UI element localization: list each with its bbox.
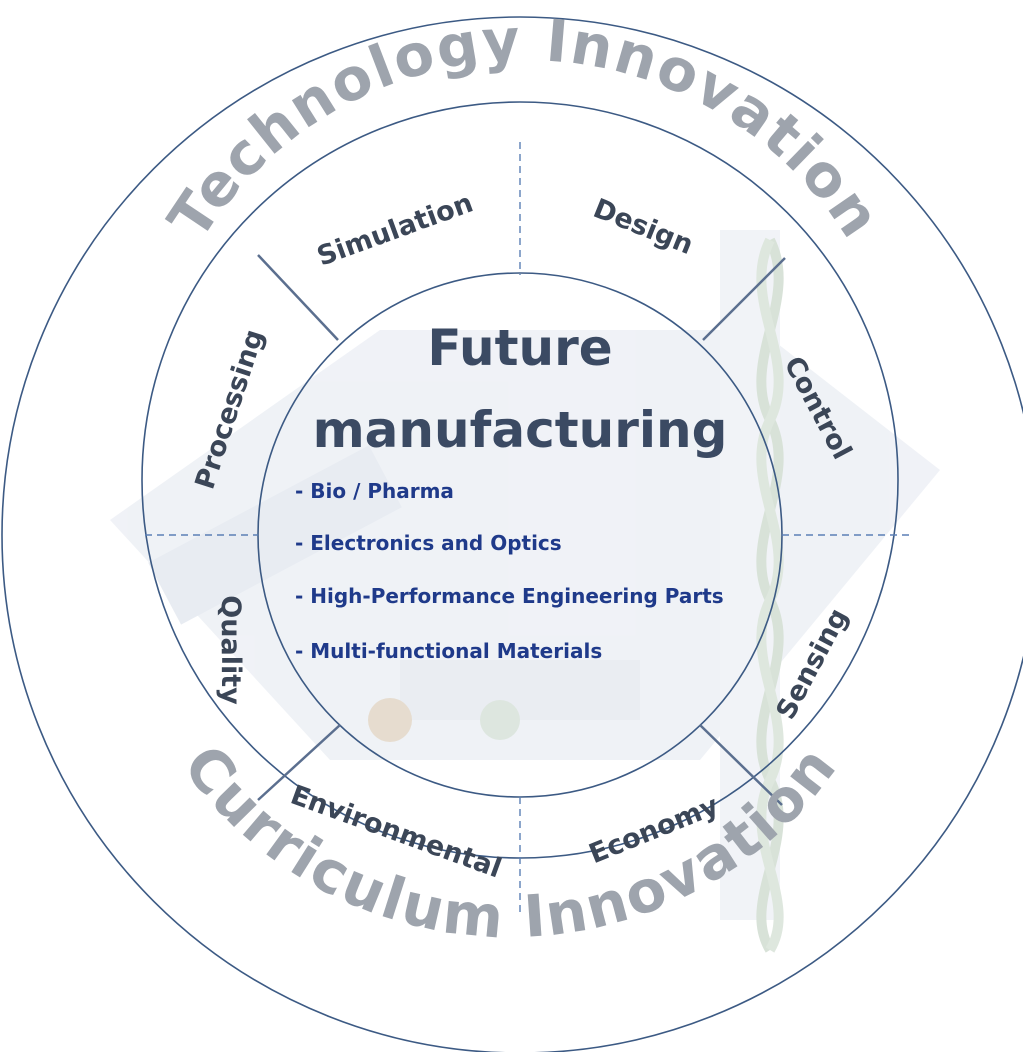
segment-divider-line	[702, 257, 786, 341]
segment-divider-line	[257, 254, 339, 341]
center-list-item: - High-Performance Engineering Parts	[295, 584, 724, 608]
background-illustration	[110, 230, 940, 953]
segment-dividers	[257, 254, 786, 806]
segment-simulation: Simulation	[313, 187, 477, 272]
segment-divider-line	[257, 724, 341, 801]
segment-divider-line	[699, 724, 783, 806]
segment-design: Design	[589, 193, 698, 261]
center-list-item: - Electronics and Optics	[295, 531, 562, 555]
outer-top-label: Technology Innovation	[155, 6, 895, 251]
center-list-item: - Multi-functional Materials	[295, 639, 602, 663]
center-title-line2: manufacturing	[313, 401, 728, 459]
center-list-item: - Bio / Pharma	[295, 479, 454, 503]
segment-quality: Quality	[215, 595, 246, 705]
outer-ring	[1, 16, 1023, 1052]
center-title-line1: Future	[427, 319, 612, 377]
